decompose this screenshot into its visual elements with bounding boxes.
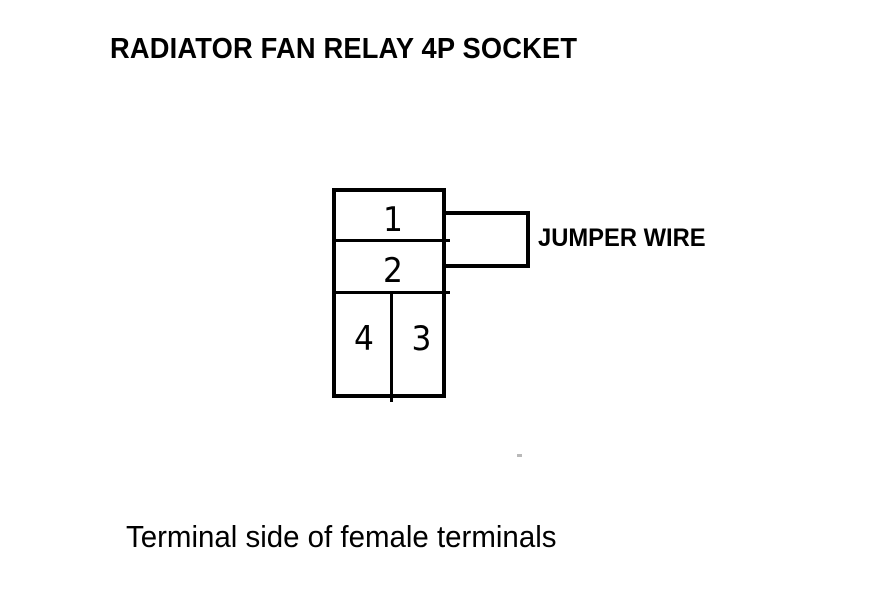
relay-socket-body: 1 2 4 3 (332, 188, 450, 402)
socket-divider-2-34 (336, 291, 450, 294)
scan-artifact-speck (517, 454, 522, 457)
terminal-3-label: 3 (411, 319, 432, 359)
terminal-4-label: 4 (354, 319, 374, 359)
jumper-wire-shape (444, 211, 530, 268)
diagram-caption: Terminal side of female terminals (126, 519, 557, 554)
socket-divider-1-2 (336, 239, 450, 242)
terminal-1-label: 1 (383, 200, 403, 240)
socket-divider-4-3 (390, 291, 393, 402)
jumper-wire-label: JUMPER WIRE (538, 224, 706, 252)
page-title: RADIATOR FAN RELAY 4P SOCKET (110, 33, 578, 65)
terminal-2-label: 2 (383, 251, 403, 291)
